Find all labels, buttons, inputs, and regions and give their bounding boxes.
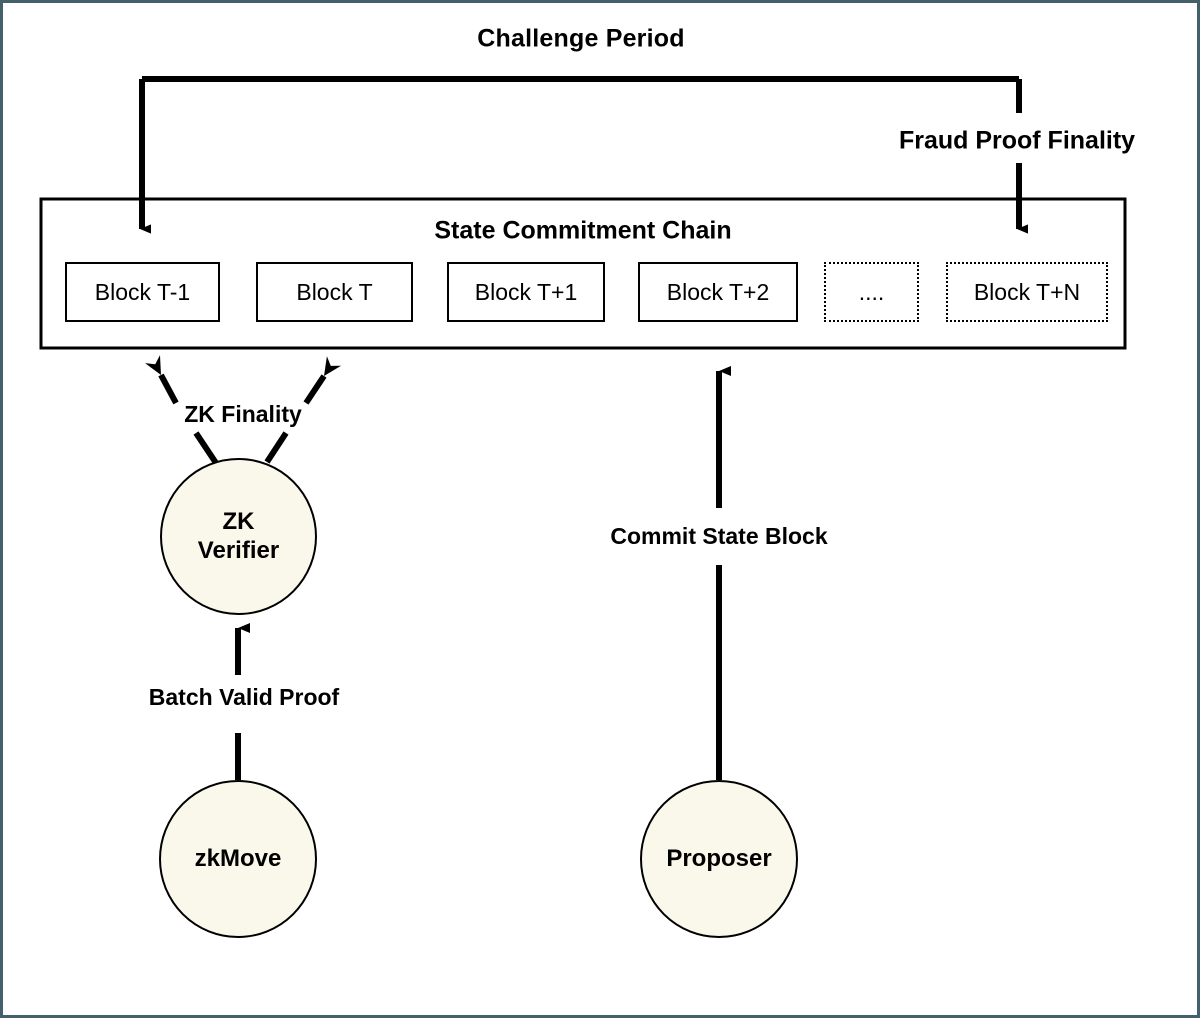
edge-label-fraud-proof-finality: Fraud Proof Finality <box>898 126 1136 155</box>
diagram-connectors <box>39 76 1127 780</box>
edge-label-zk-finality: ZK Finality <box>184 400 302 427</box>
block-t-plus-2[interactable]: Block T+2 <box>638 262 798 322</box>
page-title: Challenge Period <box>477 24 685 53</box>
challenge-period-bracket <box>139 76 1028 234</box>
state-commitment-chain-title: State Commitment Chain <box>434 216 732 245</box>
node-zk-verifier-line2: Verifier <box>197 536 280 564</box>
node-proposer-label: Proposer <box>666 844 772 872</box>
block-t-minus-1[interactable]: Block T-1 <box>65 262 220 322</box>
zk-finality-connector <box>145 355 342 465</box>
block-ellipsis[interactable]: .... <box>824 262 919 322</box>
block-t[interactable]: Block T <box>256 262 413 322</box>
node-zkmove-label: zkMove <box>194 844 282 872</box>
node-zk-verifier-line1: ZK <box>222 507 255 535</box>
node-zkmove[interactable]: zkMove <box>159 780 317 938</box>
node-proposer[interactable]: Proposer <box>640 780 798 938</box>
node-zk-verifier-label: ZK Verifier <box>198 508 279 566</box>
node-zk-verifier[interactable]: ZK Verifier <box>160 458 317 615</box>
edge-label-batch-valid-proof: Batch Valid Proof <box>148 683 340 710</box>
state-commitment-chain-box <box>39 197 1127 350</box>
block-t-plus-1[interactable]: Block T+1 <box>447 262 605 322</box>
edge-label-commit-state-block: Commit State Block <box>610 522 828 549</box>
block-t-plus-n[interactable]: Block T+N <box>946 262 1108 322</box>
